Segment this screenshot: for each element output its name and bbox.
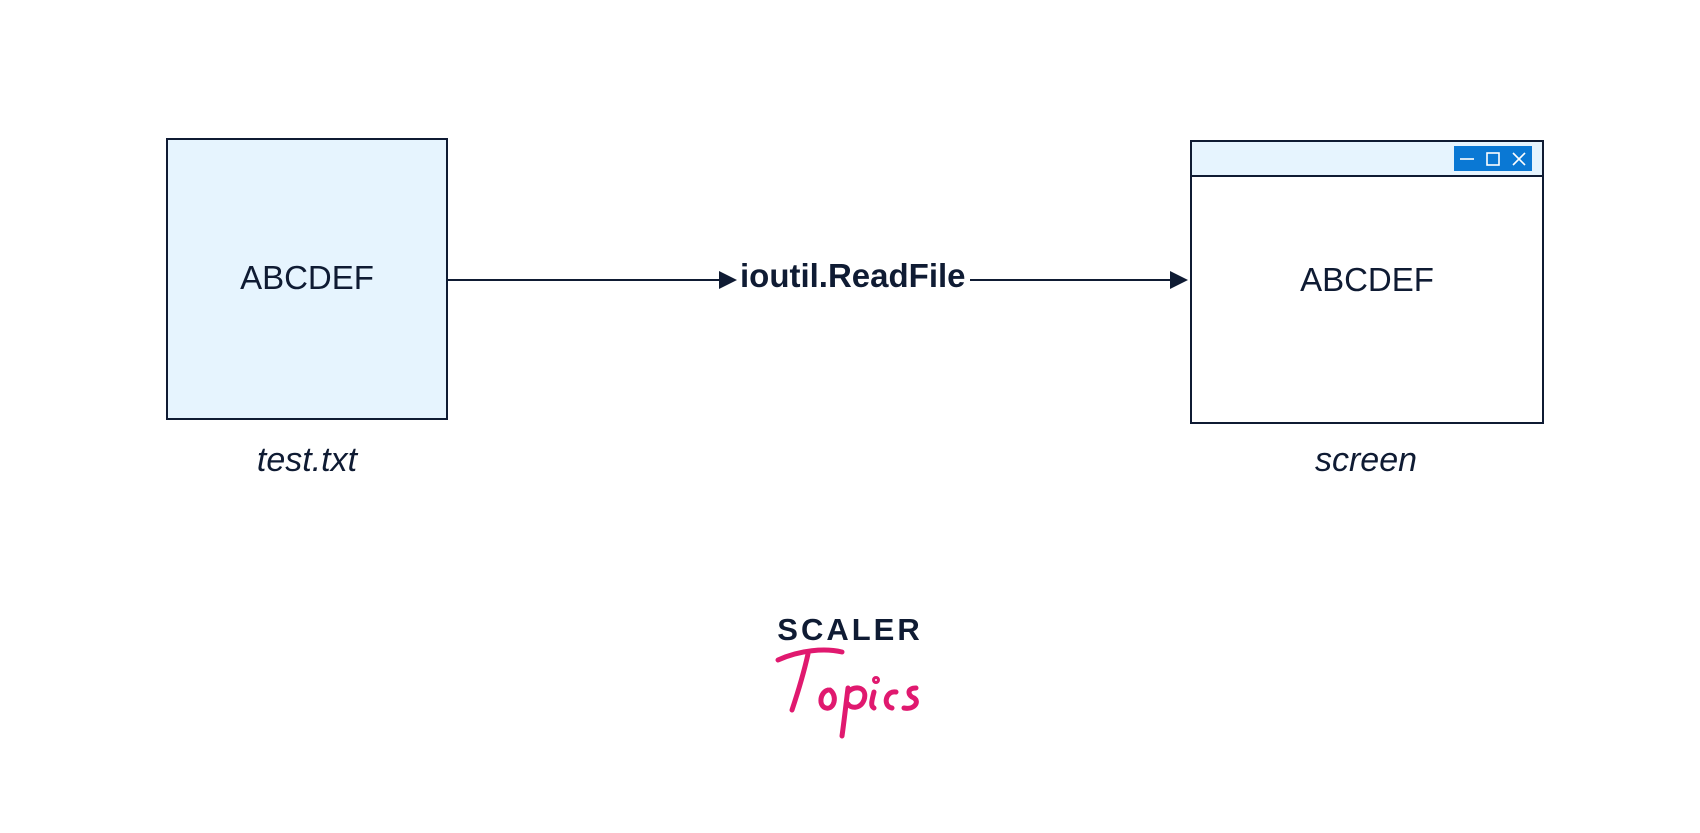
source-file-box: ABCDEF (166, 138, 448, 420)
arrow-file-to-function (448, 271, 737, 289)
window-controls (1454, 146, 1532, 171)
close-icon (1510, 150, 1528, 168)
window-title-bar (1192, 142, 1542, 177)
source-file-content: ABCDEF (240, 259, 374, 296)
scaler-topics-logo: SCALER (770, 612, 930, 742)
arrow-function-to-screen (970, 271, 1188, 289)
screen-window: ABCDEF (1190, 140, 1544, 424)
minimize-icon (1458, 150, 1476, 168)
maximize-icon (1484, 150, 1502, 168)
source-file-caption: test.txt (256, 441, 358, 479)
logo-scaler-text: SCALER (777, 612, 923, 647)
function-label: ioutil.ReadFile (740, 257, 966, 294)
logo-topics-script (775, 647, 919, 739)
screen-caption: screen (1314, 441, 1418, 479)
screen-content: ABCDEF (1300, 261, 1434, 298)
